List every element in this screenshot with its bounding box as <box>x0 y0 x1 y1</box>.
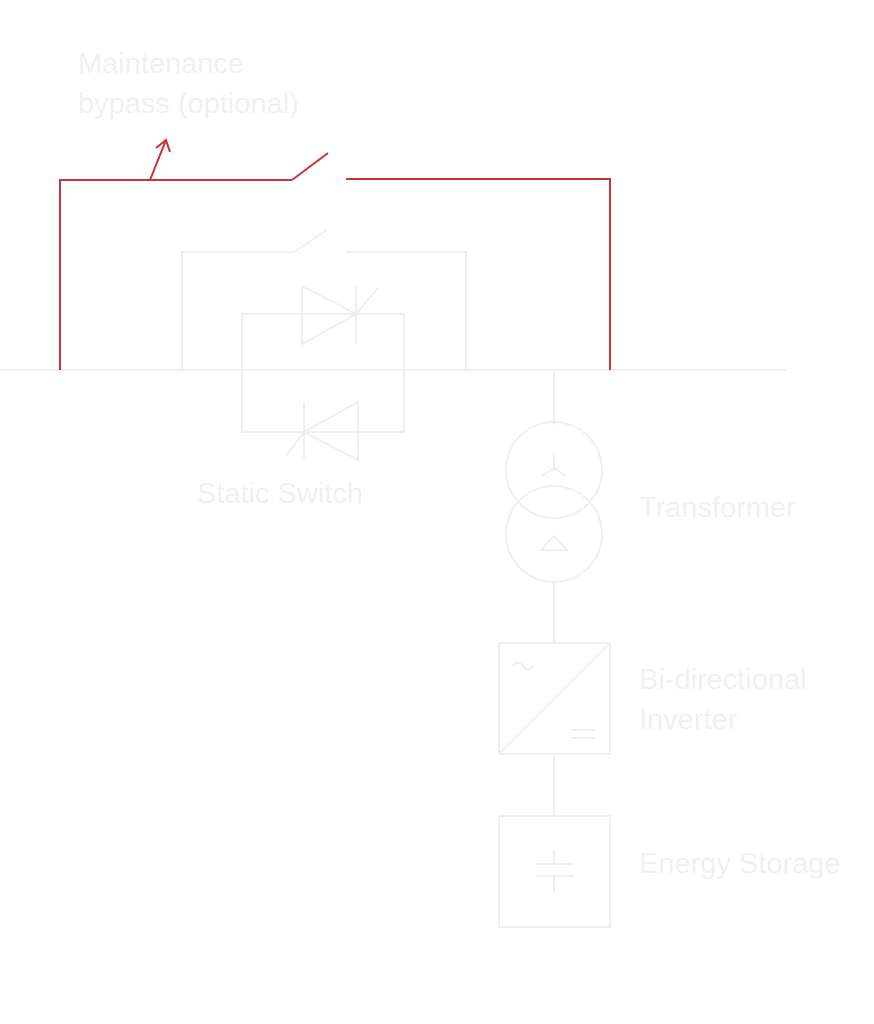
static-switch-bypass-loop <box>181 229 467 370</box>
inverter-label-line1: Bi-directional <box>639 664 807 696</box>
maintenance-bypass <box>59 138 611 370</box>
static-switch-icon <box>241 284 405 462</box>
energy-storage-label: Energy Storage <box>639 848 841 880</box>
transformer-label: Transformer <box>639 492 796 524</box>
bypass-callout-arrow <box>149 139 167 181</box>
transformer-icon <box>505 421 603 583</box>
bypass-callout-arrowhead <box>155 138 171 153</box>
bypass-switch-blade <box>291 152 329 181</box>
energy-storage-icon <box>498 815 611 928</box>
maintenance-bypass-label-line1: Maintenance <box>78 48 245 80</box>
static-switch-label: Static Switch <box>197 478 363 510</box>
maintenance-bypass-label-line2: bypass (optional) <box>78 88 299 120</box>
inverter-icon <box>498 642 611 755</box>
bypass-wire-left <box>59 179 292 370</box>
bypass-wire-right <box>346 178 611 370</box>
inverter-label-line2: Inverter <box>639 704 738 736</box>
